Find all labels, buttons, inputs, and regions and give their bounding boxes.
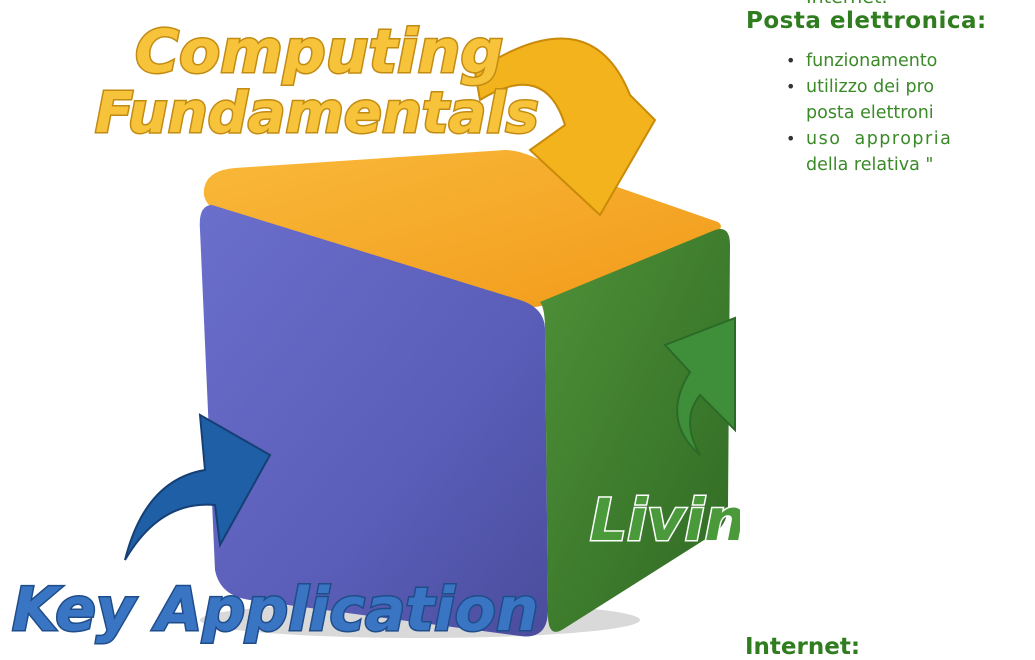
- label-fundamentals: Fundamentals: [95, 81, 539, 146]
- label-computing: Computing: [135, 17, 503, 87]
- arrow-curved-down-icon: [473, 37, 657, 217]
- cube-graphic: Computing Fundamentals Living On-Line Ke…: [11, 16, 741, 647]
- arrow-curved-left-icon: [663, 316, 736, 456]
- list-item: uso appropria della relativa ": [740, 126, 1035, 178]
- cube-side-face: [540, 229, 730, 632]
- section-heading-internet: Internet:: [745, 634, 861, 660]
- label-key-application: Key Application: [12, 575, 539, 645]
- bullet-list: funzionamento utilizzo dei pro posta elet…: [740, 48, 1035, 178]
- label-living-online: Living On-Line: [590, 486, 740, 554]
- bullet-line: utilizzo dei pro: [806, 77, 935, 97]
- bullet-line-continued: della relativa ": [806, 155, 934, 175]
- list-item: funzionamento: [740, 48, 1035, 74]
- bullet-line: uso appropria: [806, 129, 953, 149]
- internet-cut-text: Internet.: [806, 0, 887, 8]
- cube-front-face: [199, 205, 548, 637]
- bullet-line-continued: posta elettroni: [806, 103, 934, 123]
- section-heading-posta: Posta elettronica:: [746, 8, 987, 34]
- arrow-curved-right-icon: [124, 413, 272, 561]
- list-item: utilizzo dei pro posta elettroni: [740, 74, 1035, 126]
- bullet-line: funzionamento: [806, 51, 938, 71]
